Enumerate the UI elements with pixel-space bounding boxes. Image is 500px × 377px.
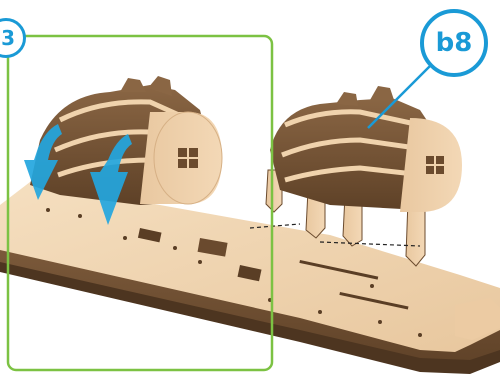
step-number: 3 [1, 26, 15, 50]
part-callout-badge: b8 [420, 9, 488, 77]
part-label: b8 [436, 28, 473, 58]
